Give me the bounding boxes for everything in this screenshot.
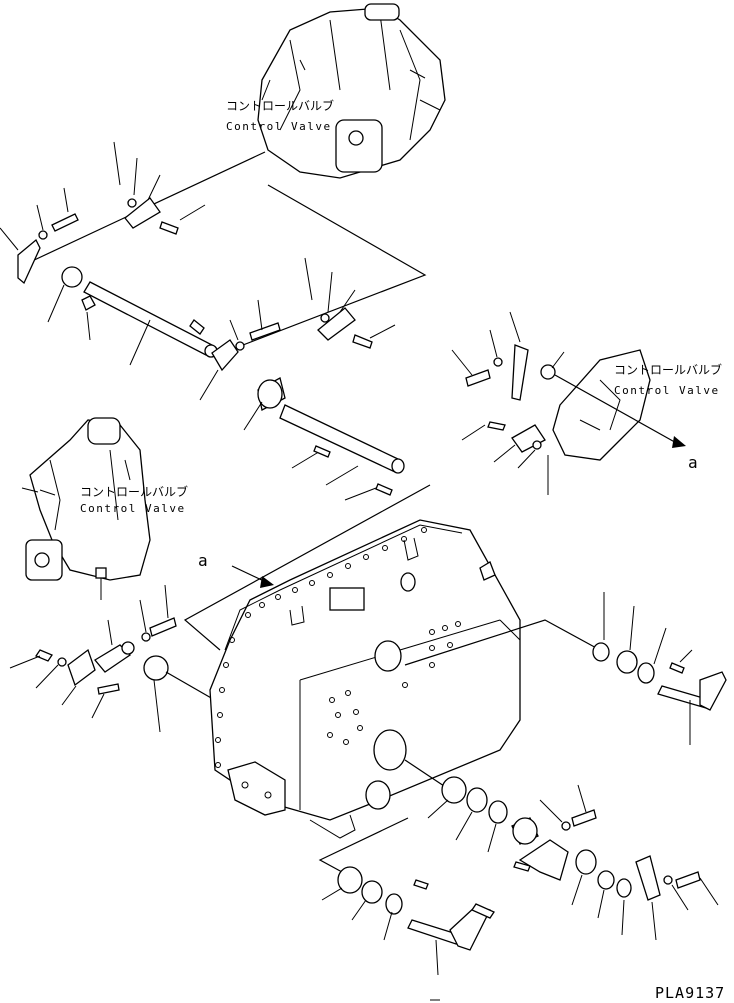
right-shaft-group [404,592,727,745]
control-valve-top [257,3,446,179]
valve-label-en-right: Control Valve [614,384,720,397]
valve-label-en-top: Control Valve [226,120,332,133]
valve-label-jp-right: コントロールバルブ [614,362,722,377]
lower-shaft-group [404,759,719,941]
middle-shaft-group [183,377,431,651]
transmission-case [209,519,521,839]
case-bolts [215,527,427,768]
drawing-number: PLA9137 [655,984,725,1002]
ref-a-right: a [688,453,698,472]
valve-label-jp-left: コントロールバルブ [80,484,188,499]
valve-label-en-left: Control Valve [80,502,186,515]
case-ports [327,621,461,745]
control-valve-right [451,311,686,495]
ref-a-case: a [198,551,208,570]
bottom-lever-group [318,817,495,1001]
control-valve-left [21,417,151,600]
upper-linkage-group [0,141,396,401]
valve-label-jp-top: コントロールバルブ [226,98,334,113]
